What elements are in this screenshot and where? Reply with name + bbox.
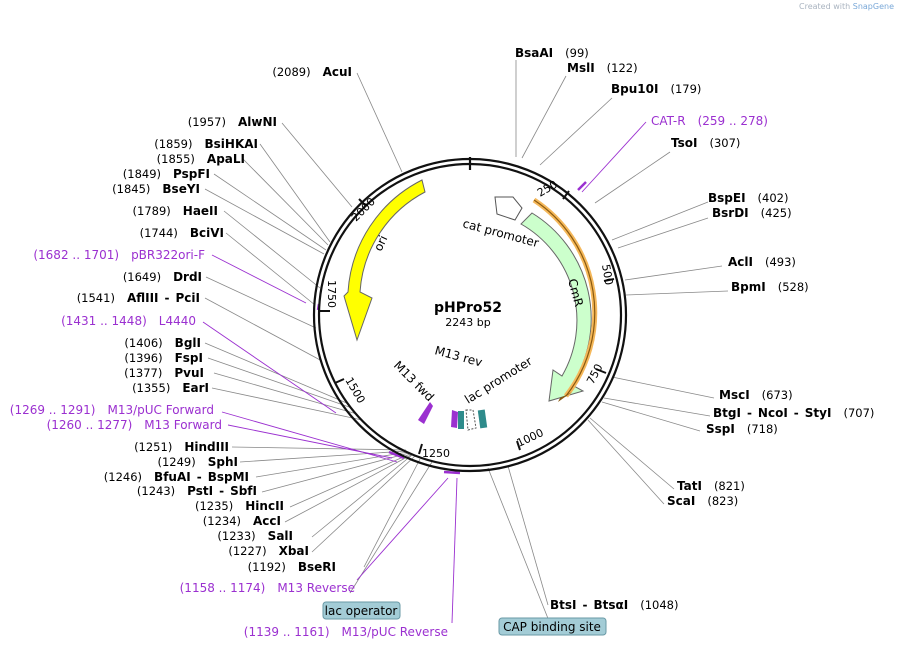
tick-1250: 1250 bbox=[422, 447, 450, 460]
site-label: MscI(673) bbox=[719, 388, 793, 402]
site-label: BsaAI(99) bbox=[515, 46, 589, 60]
primer-label: (1158 .. 1174)M13 Reverse bbox=[180, 581, 355, 595]
site-label: SspI(718) bbox=[706, 422, 778, 436]
site-label: (1406)BglI bbox=[124, 336, 201, 350]
ori-label: ori bbox=[371, 233, 390, 253]
site-label: (1849)PspFI bbox=[123, 167, 210, 181]
site-label: (1249)SphI bbox=[158, 455, 239, 469]
snapgene-brand: SnapGene bbox=[852, 2, 894, 11]
credit: Created with SnapGene bbox=[799, 2, 894, 11]
site-label: BsrDI(425) bbox=[712, 206, 792, 220]
site-label: (1233)SalI bbox=[217, 529, 293, 543]
tick-1750: 1750 bbox=[325, 280, 338, 308]
lac-operator-label: lac operator bbox=[325, 604, 398, 618]
tick-500: 500 bbox=[599, 263, 615, 286]
site-label: (1541)AflIII-PciI bbox=[77, 291, 200, 305]
site-label: BtsI-BtsαI(1048) bbox=[550, 598, 678, 612]
site-label: TsoI(307) bbox=[671, 136, 740, 150]
m13-fwd-feature bbox=[418, 402, 433, 424]
site-label: (1251)HindIII bbox=[134, 440, 229, 454]
site-label: (1243)PstI-SbfI bbox=[137, 484, 257, 498]
cap-site-feature bbox=[477, 409, 488, 429]
primer-lines bbox=[202, 121, 647, 624]
site-label: (1246)BfuAI-BspMI bbox=[104, 470, 249, 484]
lac-operator-feature bbox=[458, 411, 464, 429]
site-label: (1377)PvuI bbox=[124, 366, 204, 380]
site-label: (1855)ApaLI bbox=[157, 152, 245, 166]
tick-750: 750 bbox=[584, 362, 605, 387]
plasmid-name: pHPro52 bbox=[434, 300, 502, 316]
ori-feature bbox=[343, 179, 426, 342]
site-label: (1355)EarI bbox=[132, 381, 209, 395]
tick-1000: 1000 bbox=[515, 426, 546, 450]
m13-rev-feature bbox=[451, 410, 458, 428]
site-label: TatI(821) bbox=[677, 479, 745, 493]
primer-label: CAT-R(259 .. 278) bbox=[651, 114, 768, 128]
site-label: (1235)HincII bbox=[195, 499, 284, 513]
primer-label: (1431 .. 1448)L4440 bbox=[61, 314, 196, 328]
site-label: ScaI(823) bbox=[667, 494, 738, 508]
left-labels: (1139 .. 1161)M13/pUC Reverse (1158 .. 1… bbox=[10, 65, 448, 639]
cmr-orf-arrow bbox=[533, 199, 596, 397]
site-label: (1234)AccI bbox=[203, 514, 281, 528]
site-label: AclI(493) bbox=[728, 255, 796, 269]
plasmid-size: 2243 bp bbox=[445, 316, 490, 329]
site-label: BtgI-NcoI-StyI(707) bbox=[713, 406, 874, 420]
m13-rev-label: M13 rev bbox=[433, 343, 484, 369]
primer-label: (1139 .. 1161)M13/pUC Reverse bbox=[244, 625, 448, 639]
cmr-orf-head bbox=[558, 392, 572, 402]
site-label: MslI(122) bbox=[567, 61, 638, 75]
site-label: (1789)HaeII bbox=[133, 204, 218, 218]
site-label: BspEI(402) bbox=[708, 191, 788, 205]
lac-operator-box bbox=[322, 601, 401, 620]
right-labels: BsaAI(99) MslI(122) Bpu10I(179) CAT-R(25… bbox=[515, 46, 874, 612]
scale-ticks bbox=[320, 190, 615, 455]
primer-label: (1260 .. 1277)M13 Forward bbox=[47, 418, 222, 432]
cap-binding-site-box bbox=[498, 617, 607, 636]
primer-label: (1682 .. 1701)pBR322ori-F bbox=[33, 248, 205, 262]
site-label: (1859)BsiHKAI bbox=[154, 137, 258, 151]
site-label: (1957)AlwNI bbox=[188, 115, 277, 129]
site-label: BpmI(528) bbox=[731, 280, 809, 294]
site-label: (2089)AcuI bbox=[272, 65, 352, 79]
cat-promoter-feature bbox=[494, 196, 523, 221]
site-label: (1396)FspI bbox=[124, 351, 203, 365]
site-label: (1192)BseRI bbox=[248, 560, 336, 574]
site-label: (1845)BseYI bbox=[112, 182, 200, 196]
site-label: (1649)DrdI bbox=[123, 270, 202, 284]
cap-binding-site-label: CAP binding site bbox=[503, 620, 601, 634]
site-label: (1744)BciVI bbox=[140, 226, 224, 240]
site-label: (1227)XbaI bbox=[228, 544, 309, 558]
lac-promoter-feature bbox=[465, 409, 477, 431]
site-label: Bpu10I(179) bbox=[611, 82, 701, 96]
m13-fwd-label: M13 fwd bbox=[391, 358, 437, 404]
credit-prefix: Created with bbox=[799, 2, 851, 11]
primer-label: (1269 .. 1291)M13/pUC Forward bbox=[10, 403, 214, 417]
